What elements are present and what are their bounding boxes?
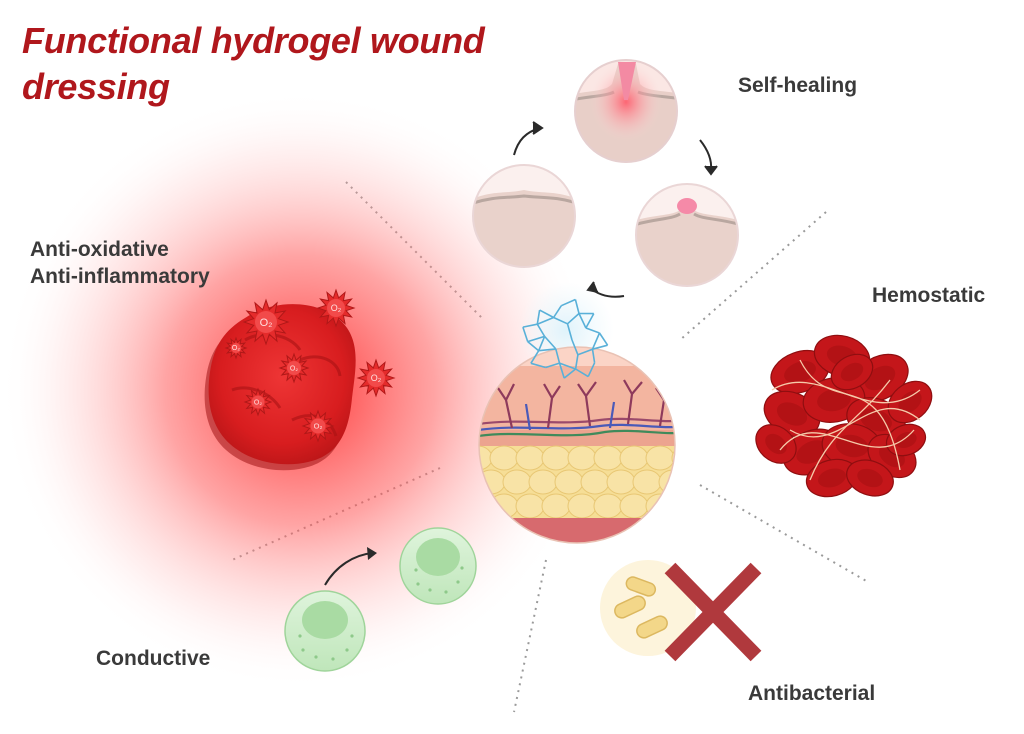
- title-line-1: Functional hydrogel wound: [22, 20, 485, 61]
- red-blood-cell-cluster-icon: [755, 334, 933, 498]
- label-anti-oxidative-inflammatory: Anti-oxidative Anti-inflammatory: [30, 236, 210, 290]
- cross-mark-icon: [664, 562, 762, 662]
- red-blood-cell-icon: [821, 423, 883, 469]
- cycle-arrows-icon: [513, 121, 718, 298]
- ros-label: O₂: [331, 303, 342, 313]
- ros-star-icon: O₂: [243, 387, 273, 417]
- label-anti-oxidative: Anti-oxidative: [30, 238, 169, 261]
- ros-label: O₂: [371, 373, 382, 383]
- red-blood-cell-icon: [755, 424, 797, 464]
- red-blood-cell-icon: [770, 349, 830, 395]
- label-antibacterial: Antibacterial: [748, 682, 876, 705]
- ros-star-icon: O₂: [224, 336, 248, 360]
- hydrogel-mesh-icon: [522, 298, 609, 379]
- ros-label: O₂: [290, 366, 298, 373]
- cell-small: [399, 527, 477, 605]
- ros-star-icon: O₂: [278, 352, 310, 384]
- stem-cell-icon: [284, 527, 477, 672]
- label-self-healing: Self-healing: [738, 74, 858, 97]
- ros-star-icon: O₂: [301, 409, 335, 443]
- ros-cluster-icon: O₂ O₂ O₂ O₂ O₂ O₂ O₂: [224, 288, 396, 443]
- healing-stage-closed-icon: [472, 164, 576, 268]
- label-hemostatic: Hemostatic: [872, 284, 986, 307]
- title-line-2: dressing: [22, 66, 170, 107]
- page-title: Functional hydrogel wound dressing: [22, 18, 485, 110]
- label-anti-inflammatory: Anti-inflammatory: [30, 265, 210, 288]
- red-blood-cell-icon: [846, 459, 894, 497]
- healing-stage-wound-icon: [574, 59, 678, 163]
- red-blood-cell-icon: [887, 380, 933, 424]
- ros-label: O₂: [314, 422, 323, 431]
- ros-label: O₂: [254, 399, 262, 406]
- red-blood-cell-icon: [830, 353, 874, 391]
- ros-star-icon: O₂: [316, 288, 356, 328]
- label-conductive: Conductive: [96, 647, 211, 670]
- bacteria-cross-icon: [600, 560, 762, 662]
- blood-vessels: [479, 379, 675, 438]
- red-blood-cell-icon: [885, 423, 927, 457]
- self-healing-cycle-icon: [472, 59, 739, 298]
- fibrin-strands: [771, 359, 921, 481]
- cell-large: [284, 590, 366, 672]
- ros-star-icon: O₂: [242, 298, 290, 346]
- bacteria-icon: [614, 576, 668, 639]
- ros-label: O₂: [260, 317, 273, 329]
- ros-label: O₂: [232, 345, 240, 352]
- healing-stage-partial-icon: [635, 183, 739, 287]
- ros-star-icon: O₂: [356, 358, 396, 398]
- conductive-arrow-icon: [324, 547, 377, 586]
